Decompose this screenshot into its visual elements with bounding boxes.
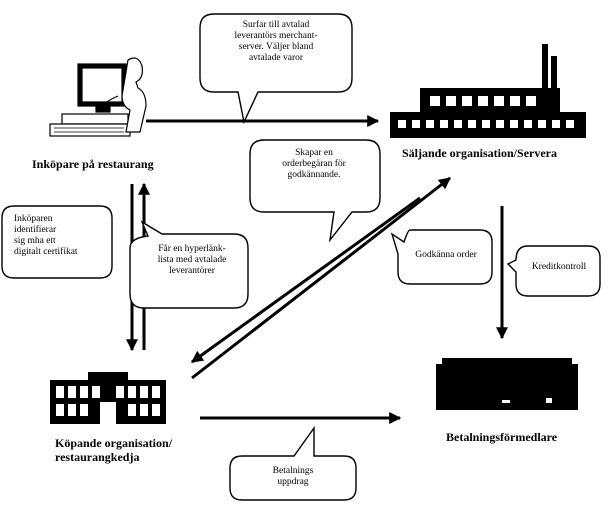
text-line: Kreditkontroll	[531, 262, 587, 272]
text-line: orderbegäran för	[282, 159, 346, 169]
factory-icon	[390, 44, 586, 138]
label-payment: Betalningsförmedlare	[446, 430, 558, 444]
label-seller: Säljande organisation/Servera	[402, 146, 557, 160]
bubble-order-request-text: Skapar en orderbegäran för godkännande.	[262, 148, 366, 181]
bubble-hyperlink-text: Får en hyperlänk- lista med avtalade lev…	[138, 244, 246, 277]
payment-processor-icon	[436, 358, 578, 410]
text-line: server. Väljer bland	[238, 42, 314, 52]
text-line: Godkänna order	[415, 250, 477, 260]
bubble-approve	[390, 229, 493, 285]
computer-icon	[49, 57, 147, 137]
text-line: Betalnings	[272, 466, 314, 476]
arrow-buying-org-to-seller	[191, 176, 451, 380]
arrow-seller-to-buying-org	[191, 196, 421, 364]
bubble-payment-order	[229, 425, 357, 501]
bubble-credit-text: Kreditkontroll	[518, 262, 600, 273]
text-line: uppdrag	[277, 477, 309, 487]
text-line: godkännande.	[287, 170, 341, 180]
label-buying-org-line1: Köpande organisation/	[55, 436, 173, 450]
bubble-order-request	[249, 139, 381, 243]
text-line: digitalt certifikat	[14, 247, 78, 257]
bubble-surf-text: Surfar till avtalad leverantörs merchant…	[214, 20, 338, 64]
text-line: Får en hyperlänk-	[158, 244, 226, 254]
text-line: identifierar	[14, 225, 57, 235]
text-line: avtalade varor	[248, 53, 304, 63]
text-line: lista med avtalade	[157, 255, 227, 265]
text-line: Inköparen	[14, 214, 53, 224]
text-line: leverantörs merchant-	[234, 31, 318, 41]
bubble-credit	[506, 245, 601, 297]
bubble-certificate-text: Inköparen identifierar sig mha ett digit…	[6, 214, 114, 258]
text-line: leverantörer	[169, 266, 215, 276]
text-line: Skapar en	[295, 148, 333, 158]
bubble-surf	[199, 13, 353, 125]
bubble-certificate	[1, 205, 113, 279]
bubble-approve-text: Godkänna order	[402, 250, 490, 261]
text-line: sig mha ett	[14, 236, 56, 246]
label-buyer: Inköpare på restaurang	[32, 157, 154, 171]
bubble-payment-order-text: Betalnings uppdrag	[234, 466, 352, 488]
office-building-icon	[50, 372, 166, 424]
label-buying-org-line2: restaurangkedja	[55, 450, 140, 464]
bubble-hyperlink	[129, 220, 249, 309]
text-line: Surfar till avtalad	[242, 20, 310, 30]
